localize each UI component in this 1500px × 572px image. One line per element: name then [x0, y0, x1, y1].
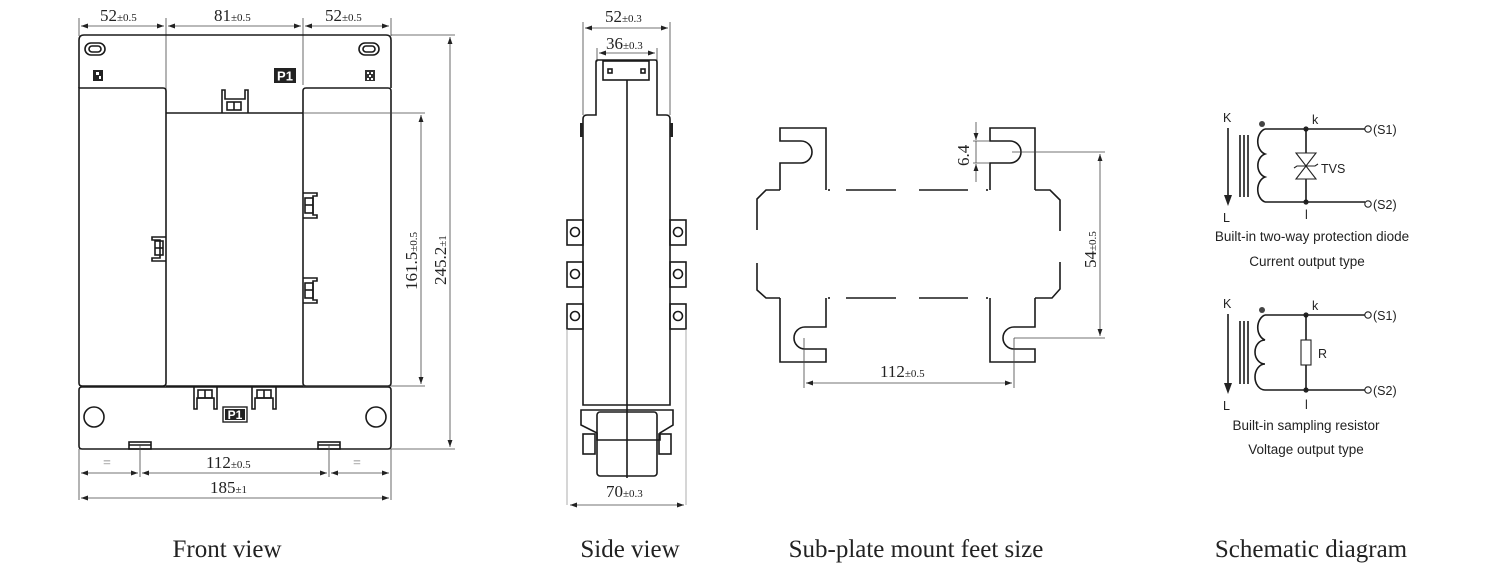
- mount-hole-icon: [365, 406, 387, 428]
- terminal-lug-icon: [669, 303, 687, 330]
- label-secondary-bottom: l: [1305, 398, 1308, 412]
- coil-icon: [1254, 314, 1266, 391]
- terminal-lug-icon: [566, 261, 584, 288]
- caption-schematic: Schematic diagram: [1215, 536, 1408, 563]
- mount-hole-icon: [83, 406, 105, 428]
- label-resistor: R: [1318, 347, 1327, 361]
- label-s2: (S2): [1373, 384, 1397, 398]
- label-tvs: TVS: [1321, 162, 1345, 176]
- equal-mark-left: =: [103, 456, 111, 471]
- dim-total-height: 245.2±1: [431, 235, 450, 285]
- left-core: [78, 87, 167, 387]
- caption-current-line2: Current output type: [1249, 254, 1365, 269]
- dim-inner-width: 36±0.3: [606, 34, 643, 53]
- dim-slot-width: 6.4: [954, 144, 973, 166]
- label-secondary-bottom: l: [1305, 208, 1308, 222]
- terminal-s2-icon: [1364, 386, 1372, 394]
- resistor-icon: [1300, 339, 1312, 366]
- terminal-connector-icon: [251, 387, 277, 410]
- terminal-connector-icon: [221, 89, 249, 113]
- dim-outer-width: 52±0.3: [605, 7, 642, 26]
- mount-slot-icon: [84, 42, 106, 56]
- terminal-connector-icon: [151, 236, 166, 262]
- terminal-lug-icon: [566, 303, 584, 330]
- foot-top-right: [989, 127, 1036, 190]
- terminal-connector-icon: [193, 387, 218, 410]
- equal-mark-right: =: [353, 456, 361, 471]
- top-clip: [602, 60, 650, 81]
- dim-right-width: 52±0.5: [325, 6, 362, 25]
- side-view: 52±0.3 36±0.3: [566, 7, 687, 508]
- dim-horizontal-spacing: 112±0.5: [880, 362, 925, 381]
- label-primary-bottom: L: [1223, 211, 1230, 225]
- caption-voltage-line1: Built-in sampling resistor: [1232, 418, 1380, 433]
- right-core: [302, 87, 392, 387]
- label-s2: (S2): [1373, 198, 1397, 212]
- p1-marking-top: [274, 68, 296, 83]
- polarity-dot-icon: [1259, 121, 1265, 127]
- base-plate: [78, 386, 392, 450]
- terminal-lug-icon: [669, 261, 687, 288]
- terminal-s1-icon: [1364, 125, 1372, 133]
- side-body: [582, 59, 671, 406]
- terminal-connector-icon: [303, 192, 318, 219]
- tvs-diode-icon: [1293, 152, 1319, 180]
- schematic-current-output: K L TVS k l (S1) (S2) Built-in two-way p…: [1215, 111, 1409, 269]
- terminal-lug-icon: [566, 219, 584, 246]
- foot-bottom-left: [779, 298, 827, 363]
- dim-window-height: 161.5±0.5: [402, 231, 421, 290]
- terminal-s1-icon: [1364, 311, 1372, 319]
- label-primary-top: K: [1223, 111, 1232, 125]
- polarity-dot-icon: [1259, 307, 1265, 313]
- label-secondary-top: k: [1312, 299, 1319, 313]
- top-frame: [78, 34, 392, 88]
- coil-icon: [1256, 128, 1268, 203]
- caption-front-view: Front view: [172, 536, 281, 563]
- dim-vertical-spacing: 54±0.5: [1081, 231, 1100, 268]
- qr-mark-icon: [93, 70, 103, 81]
- label-primary-top: K: [1223, 297, 1232, 311]
- p1-label-bottom: P1: [228, 408, 243, 422]
- caption-side-view: Side view: [580, 536, 679, 563]
- label-s1: (S1): [1373, 309, 1397, 323]
- front-view: 52±0.5 81±0.5 52±0.5 P1: [78, 6, 455, 501]
- label-secondary-top: k: [1312, 113, 1319, 127]
- dim-left-width: 52±0.5: [100, 6, 137, 25]
- dim-base-width: 70±0.3: [606, 482, 643, 501]
- terminal-lug-icon: [669, 219, 687, 246]
- schematic-voltage-output: K L R k l (S1) (S2) Built-in sampling re…: [1223, 297, 1397, 457]
- terminal-connector-icon: [303, 277, 318, 304]
- dim-center-width: 81±0.5: [214, 6, 251, 25]
- terminal-s2-icon: [1364, 200, 1372, 208]
- foot-bottom-right: [989, 298, 1036, 363]
- caption-feet-size: Sub-plate mount feet size: [789, 536, 1044, 563]
- caption-voltage-line2: Voltage output type: [1248, 442, 1364, 457]
- p1-label-top: P1: [277, 69, 293, 84]
- mount-slot-icon: [358, 42, 380, 56]
- label-primary-bottom: L: [1223, 399, 1230, 413]
- caption-current-line1: Built-in two-way protection diode: [1215, 229, 1409, 244]
- foot-top-left: [779, 127, 827, 190]
- label-s1: (S1): [1373, 123, 1397, 137]
- feet-view: 6.4 54±0.5 112±0.5: [756, 122, 1105, 388]
- dim-mount-spacing: 112±0.5: [206, 453, 251, 472]
- dim-total-width: 185±1: [210, 478, 247, 497]
